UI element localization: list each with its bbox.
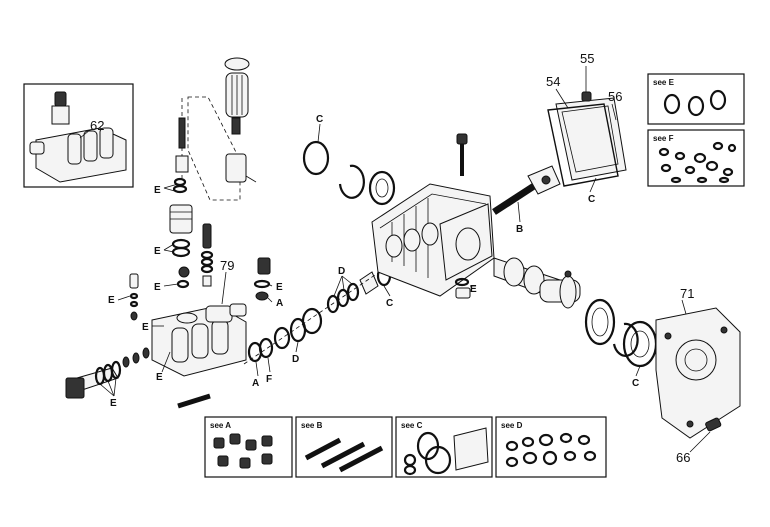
kit-ref-c: C bbox=[386, 298, 393, 309]
kit-box-f: see F bbox=[647, 129, 745, 187]
flange-71 bbox=[655, 307, 741, 439]
kit-ref-a: A bbox=[276, 298, 283, 309]
kit-d-label: see D bbox=[501, 421, 523, 430]
manifold bbox=[65, 257, 271, 409]
seal-stack bbox=[243, 257, 401, 365]
kit-box-c: see C bbox=[395, 416, 493, 478]
kit-ref-e: E bbox=[154, 282, 161, 293]
kit-ref-c: C bbox=[316, 114, 323, 125]
unloader-assembly bbox=[175, 57, 257, 201]
kit-ref-b: B bbox=[516, 224, 523, 235]
kit-ref-e: E bbox=[108, 295, 115, 306]
kit-ref-c: C bbox=[588, 194, 595, 205]
kit-ref-f: F bbox=[266, 374, 272, 385]
kit-ref-a: A bbox=[252, 378, 259, 389]
kit-ref-e: E bbox=[142, 322, 149, 333]
kit-ref-e: E bbox=[470, 284, 477, 295]
callout-71: 71 bbox=[680, 286, 694, 301]
kit-box-e: see E bbox=[647, 73, 745, 125]
kit-c-label: see C bbox=[401, 421, 423, 430]
valve-column bbox=[169, 177, 214, 289]
callout-66: 66 bbox=[676, 450, 690, 465]
callout-55: 55 bbox=[580, 51, 594, 66]
kit-ref-d: D bbox=[292, 354, 299, 365]
cover-plate bbox=[547, 91, 627, 187]
kit-ref-c: C bbox=[632, 378, 639, 389]
leader-lines bbox=[99, 66, 711, 453]
crankcase bbox=[371, 133, 495, 299]
kit-ref-d: D bbox=[338, 266, 345, 277]
kit-ref-e: E bbox=[154, 185, 161, 196]
kit-f-label: see F bbox=[653, 134, 674, 143]
crankshaft bbox=[493, 257, 658, 368]
kit-box-d: see D bbox=[495, 416, 607, 478]
kit-e-label: see E bbox=[653, 78, 675, 87]
kit-ref-e: E bbox=[110, 398, 117, 409]
kit-box-b: see B bbox=[295, 416, 393, 478]
kit-ref-e: E bbox=[276, 282, 283, 293]
callout-56: 56 bbox=[608, 89, 622, 104]
callout-54: 54 bbox=[546, 74, 560, 89]
kit-ref-e: E bbox=[154, 246, 161, 257]
shaft-b bbox=[492, 165, 561, 215]
kit-a-label: see A bbox=[210, 421, 231, 430]
kit-ref-e: E bbox=[156, 372, 163, 383]
kit-box-a: see A bbox=[204, 416, 293, 478]
rear-seals bbox=[302, 140, 396, 206]
inset-62-box bbox=[23, 83, 134, 188]
callout-62: 62 bbox=[90, 118, 104, 133]
kit-b-label: see B bbox=[301, 421, 323, 430]
callout-79: 79 bbox=[220, 258, 234, 273]
